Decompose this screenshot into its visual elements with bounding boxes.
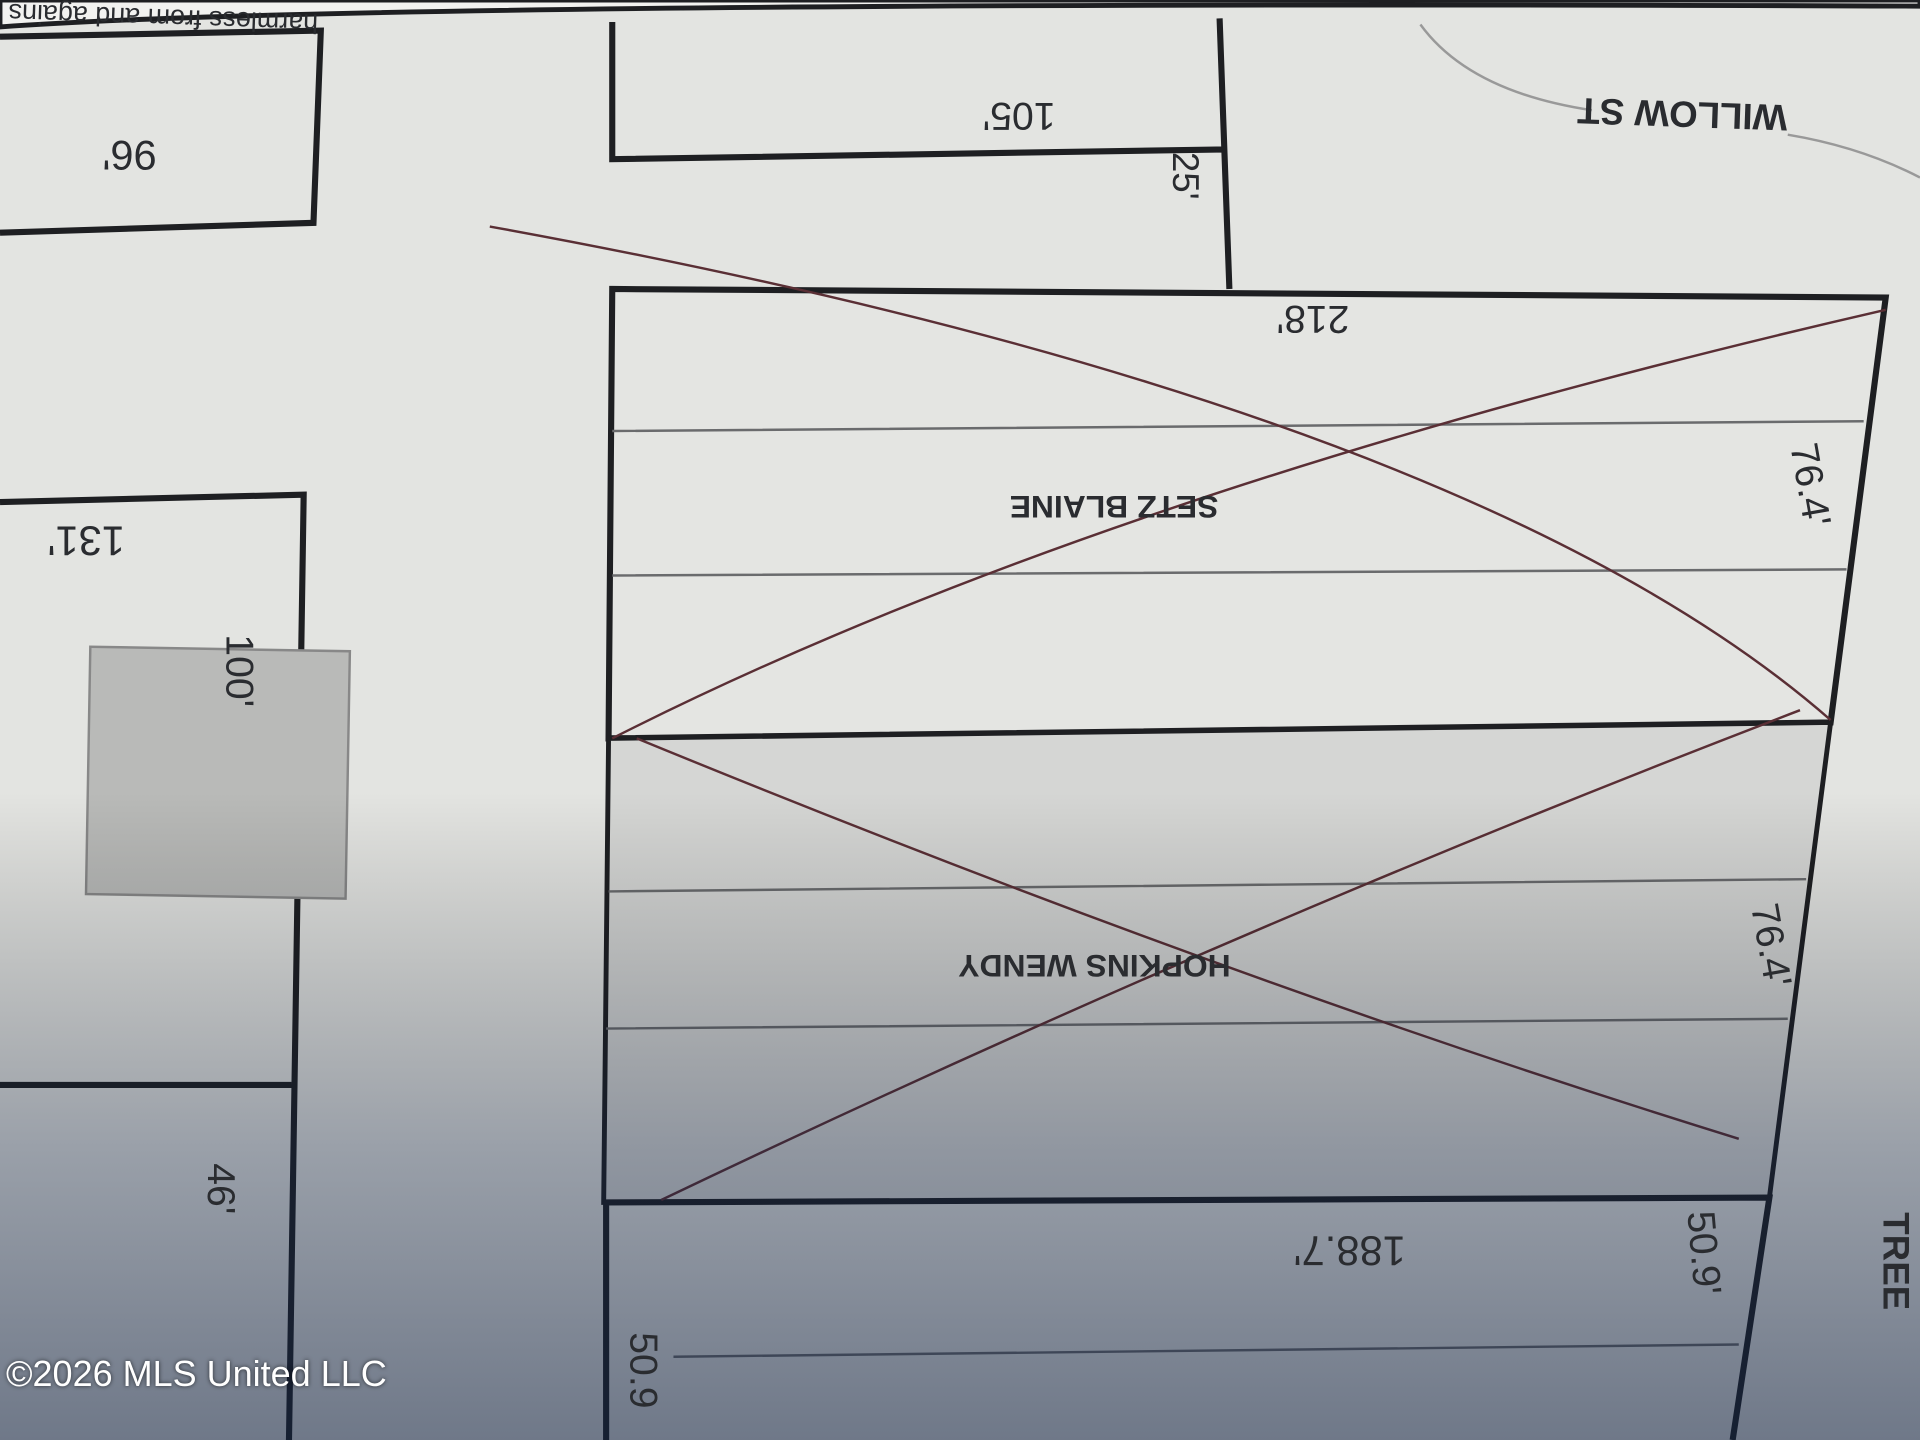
label-105: 105' [983,94,1056,137]
label-hopkins-depth: 76.4' [1742,900,1799,990]
label-setz-depth: 76.4' [1781,440,1838,530]
street-willow: WILLOW ST [1576,90,1788,138]
bottom-inner-line [673,1343,1739,1358]
label-left-mid: 131' [47,518,124,565]
setz-parcel [605,285,1890,742]
copyright-watermark: ©2026 MLS United LLC [6,1353,387,1394]
label-hopkins-owner: HOPKINS WENDY [958,948,1230,984]
map-labels: harmless from and agains 96' 131' 100' 4… [8,0,1916,1408]
label-left-top: 96' [102,132,156,179]
header-text: harmless from and agains [8,0,319,39]
label-left-bottom: 46' [199,1163,242,1214]
label-bottom-right: 50.9' [1678,1209,1728,1296]
label-setz-owner: SETZ BLAINE [1010,489,1219,525]
pen-x-marks [489,225,1886,1202]
bottom-parcel [603,1194,1773,1440]
label-25: 25' [1165,152,1206,200]
label-188: 188.7' [1294,1228,1406,1275]
label-218: 218' [1277,297,1350,340]
top-small-parcel [609,18,1233,290]
left-top-parcel [0,27,324,236]
street-right: TREE [1875,1212,1916,1310]
label-left-building: 100' [218,634,261,707]
setz-inner-lines [612,420,1864,577]
label-bottom-left: 50.9 [622,1332,665,1408]
